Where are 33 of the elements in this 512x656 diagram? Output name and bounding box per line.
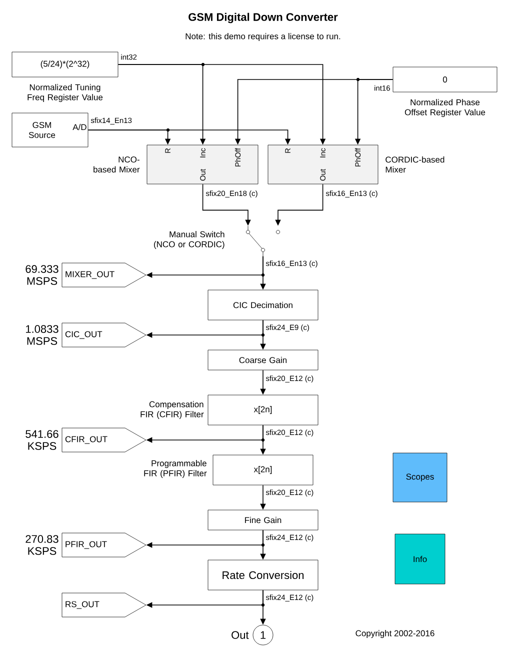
block: (5/24)*(2^32) bbox=[12, 52, 118, 78]
block-label: Normalized Tuning Freq Register Value bbox=[28, 84, 103, 102]
block-label: Normalized Phase Offset Register Value bbox=[404, 99, 486, 117]
source-block: GSM Source A/D bbox=[12, 112, 88, 148]
block-label: Programmable FIR (PFIR) Filter bbox=[144, 460, 207, 478]
goto-tag: MIXER_OUT bbox=[62, 262, 146, 288]
block-label: 69.333 MSPS bbox=[26, 265, 58, 285]
goto-tag: CFIR_OUT bbox=[62, 428, 146, 452]
goto-tag: CIC_OUT bbox=[62, 322, 146, 348]
block-label: CORDIC-based Mixer bbox=[386, 156, 444, 173]
title: GSM Digital Down Converter bbox=[188, 12, 338, 24]
block: CIC Decimation bbox=[208, 290, 318, 320]
block-label: 541.66 KSPS bbox=[26, 430, 58, 450]
block-label: 270.83 KSPS bbox=[26, 535, 58, 555]
block-label: 1.0833 MSPS bbox=[26, 325, 58, 345]
block-label: Manual Switch (NCO or CORDIC) bbox=[154, 231, 224, 249]
switch-symbol bbox=[246, 226, 280, 256]
block: 0 bbox=[392, 66, 498, 92]
block-label: NCO-based Mixer bbox=[94, 156, 140, 172]
info-block: Info bbox=[394, 534, 446, 584]
block-label: Compensation FIR (CFIR) Filter bbox=[140, 401, 204, 419]
note-text: Note: this demo requires a license to run. bbox=[186, 33, 340, 41]
block: Fine Gain bbox=[208, 510, 318, 530]
block: x[2n] bbox=[208, 394, 318, 426]
block: Rate Conversion bbox=[208, 560, 318, 590]
goto-tag: RS_OUT bbox=[62, 592, 146, 618]
output-port: 1 bbox=[252, 624, 274, 646]
goto-tag: PFIR_OUT bbox=[62, 532, 146, 558]
block: x[2n] bbox=[212, 454, 314, 486]
block: Coarse Gain bbox=[208, 350, 318, 370]
copyright-text: Copyright 2002-2016 bbox=[356, 630, 434, 638]
block-label: Out bbox=[232, 631, 249, 639]
scopes-block: Scopes bbox=[392, 452, 448, 502]
